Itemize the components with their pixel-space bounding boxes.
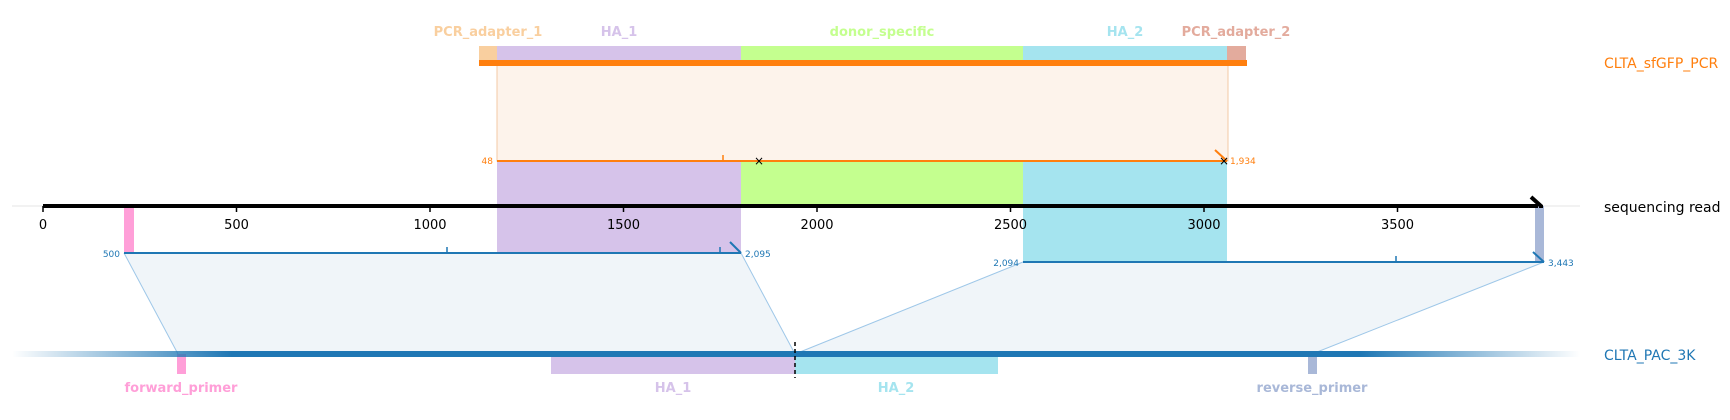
pcr-feature-label: donor_specific bbox=[830, 25, 935, 40]
axis-tick-label: 2000 bbox=[800, 218, 833, 233]
read-axis-ticks: 0 500 1000 1500 2000 2500 3000 3500 bbox=[39, 206, 1414, 233]
axis-tick-label: 2500 bbox=[994, 218, 1027, 233]
pcr-feature-donor-specific-block bbox=[741, 46, 1023, 63]
pcr-feature-pcr-adapter-1-block bbox=[479, 46, 497, 63]
ref-feature-label: reverse_primer bbox=[1257, 381, 1369, 396]
read-feature-donor-specific bbox=[741, 161, 1023, 206]
read-feature-ha1-lower bbox=[497, 206, 741, 253]
pcr-feature-label: HA_1 bbox=[601, 25, 638, 40]
axis-tick-label: 3000 bbox=[1187, 218, 1220, 233]
ref-right-band-edge bbox=[794, 261, 1024, 355]
ref-feature-label: forward_primer bbox=[125, 381, 239, 396]
read-axis-end-marker bbox=[1529, 195, 1543, 208]
ref-feature-label: HA_2 bbox=[878, 381, 915, 396]
axis-tick-label: 1000 bbox=[413, 218, 446, 233]
pcr-feature-label: PCR_adapter_1 bbox=[434, 25, 543, 40]
track-label-ref: CLTA_PAC_3K bbox=[1604, 348, 1696, 364]
pcr-alignment-band bbox=[496, 62, 1229, 162]
axis-tick-label: 500 bbox=[224, 218, 249, 233]
pcr-feature-ha1-block bbox=[497, 46, 741, 63]
ref-feature-reverse-primer-block bbox=[1308, 354, 1317, 374]
track-label-read: sequencing read bbox=[1604, 200, 1720, 216]
pcr-feature-label: HA_2 bbox=[1107, 25, 1144, 40]
pcr-track-bar bbox=[479, 60, 1247, 66]
mismatch-marker: × bbox=[754, 154, 764, 168]
ref-feature-ha1-block bbox=[551, 354, 795, 374]
ref-feature-label: HA_1 bbox=[655, 381, 692, 396]
read-feature-ha1-upper bbox=[497, 161, 741, 206]
ref-right-end-label: 3,443 bbox=[1548, 259, 1574, 269]
track-label-pcr: CLTA_sfGFP_PCR bbox=[1604, 56, 1718, 72]
ref-right-end-marker bbox=[1532, 251, 1545, 263]
ref-left-alignment-band bbox=[124, 253, 795, 354]
read-feature-ha2-upper bbox=[1023, 161, 1227, 206]
pcr-feature-label: PCR_adapter_2 bbox=[1182, 25, 1291, 40]
ref-track-bar bbox=[12, 351, 1580, 357]
ref-right-alignment-band bbox=[795, 262, 1544, 354]
read-feature-reverse-primer bbox=[1535, 206, 1544, 262]
ref-right-band-edge bbox=[1311, 261, 1545, 355]
pcr-feature-pcr-adapter-2-block bbox=[1227, 46, 1246, 63]
ref-left-end-marker bbox=[729, 241, 742, 254]
ref-feature-forward-primer-block bbox=[177, 354, 186, 374]
pcr-alignment-end-marker bbox=[1214, 149, 1228, 162]
axis-tick-label: 0 bbox=[39, 218, 47, 233]
read-feature-ha2-lower bbox=[1023, 206, 1227, 262]
pcr-alignment-start-label: 48 bbox=[482, 157, 494, 167]
axis-tick-label: 1500 bbox=[607, 218, 640, 233]
pcr-alignment-end-label: 1,934 bbox=[1230, 157, 1256, 167]
axis-tick-label: 3500 bbox=[1381, 218, 1414, 233]
read-feature-forward-primer bbox=[124, 206, 134, 253]
ref-feature-ha2-block bbox=[795, 354, 998, 374]
ref-left-start-label: 500 bbox=[103, 250, 120, 260]
ref-left-band-edge bbox=[740, 252, 796, 355]
ref-left-end-label: 2,095 bbox=[745, 250, 771, 260]
ref-left-band-edge bbox=[123, 252, 179, 355]
ref-right-start-label: 2,094 bbox=[993, 259, 1019, 269]
mismatch-marker: × bbox=[1219, 154, 1229, 168]
pcr-feature-ha2-block bbox=[1023, 46, 1227, 63]
